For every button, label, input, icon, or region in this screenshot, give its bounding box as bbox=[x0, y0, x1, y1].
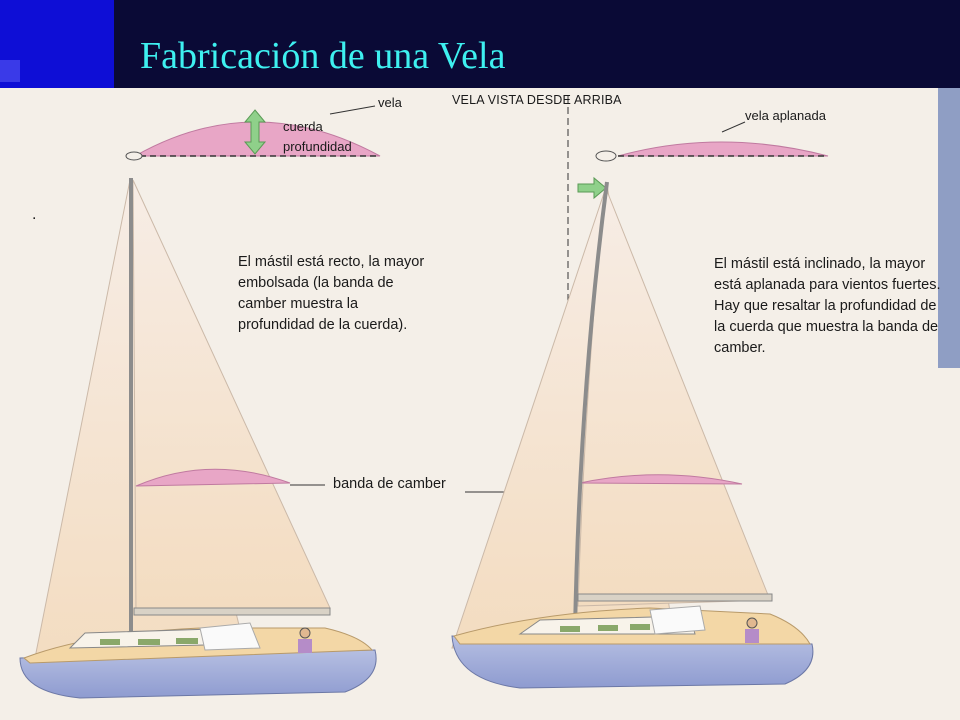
sail-section-right bbox=[617, 141, 829, 157]
left-note-line: El mástil está recto, la mayor bbox=[238, 254, 425, 270]
header-accent-square bbox=[0, 60, 20, 82]
porthole-right-3 bbox=[630, 624, 650, 630]
leader-vela bbox=[329, 105, 376, 115]
porthole-left-2 bbox=[138, 639, 160, 645]
boom-left bbox=[133, 607, 331, 616]
camber-band-right bbox=[579, 474, 743, 485]
right-note-line: Hay que resaltar la profundidad de bbox=[714, 298, 937, 314]
mast-right bbox=[573, 181, 609, 631]
sailor-head-left bbox=[299, 627, 311, 639]
section-view-right bbox=[577, 121, 829, 200]
right-note-line: El mástil está inclinado, la mayor bbox=[714, 256, 926, 272]
sailor-body-right bbox=[745, 629, 759, 643]
depth-arrow-icon bbox=[243, 109, 267, 155]
mast-bend-arrow-icon bbox=[577, 176, 607, 200]
label-vela-aplanada: vela aplanada bbox=[745, 108, 826, 123]
sailor-head-right bbox=[746, 617, 758, 629]
sail-cover-right bbox=[649, 605, 706, 635]
label-banda-camber: banda de camber bbox=[333, 476, 446, 492]
mainsail-left bbox=[132, 179, 331, 614]
mast-section-right bbox=[595, 150, 617, 162]
right-sailboat bbox=[451, 181, 814, 689]
left-sailboat bbox=[19, 178, 377, 699]
slide-header: Fabricación de una Vela bbox=[0, 0, 960, 88]
mainsail-right bbox=[577, 185, 771, 607]
leader-vela-aplanada bbox=[721, 121, 746, 133]
right-note-line: camber. bbox=[714, 340, 766, 356]
label-profundidad: profundidad bbox=[283, 139, 352, 154]
header-accent-block bbox=[0, 0, 114, 88]
right-note-line: está aplanada para vientos fuertes. bbox=[714, 277, 941, 293]
porthole-right-1 bbox=[560, 626, 580, 632]
hull-right bbox=[451, 635, 814, 689]
label-vela: vela bbox=[378, 95, 402, 110]
heading-vela-vista-arriba: VELA VISTA DESDE ARRIBA bbox=[452, 93, 622, 107]
porthole-right-2 bbox=[598, 625, 618, 631]
page-edge-tab bbox=[938, 88, 960, 368]
sailor-body-left bbox=[298, 639, 312, 653]
sailboat-diagram bbox=[19, 96, 829, 699]
porthole-left-1 bbox=[100, 639, 120, 645]
left-note: El mástil está recto, la mayor embolsada… bbox=[238, 252, 443, 336]
right-note: El mástil está inclinado, la mayor está … bbox=[714, 254, 954, 359]
label-cuerda: cuerda bbox=[283, 119, 323, 134]
left-note-line: camber muestra la bbox=[238, 296, 359, 312]
right-note-line: la cuerda que muestra la banda de bbox=[714, 319, 939, 335]
slide-title: Fabricación de una Vela bbox=[140, 35, 506, 77]
hull-left bbox=[19, 649, 377, 699]
illustration-area: vela cuerda profundidad . El mástil está… bbox=[0, 88, 960, 720]
left-note-line: profundidad de la cuerda). bbox=[238, 317, 408, 333]
porthole-left-3 bbox=[176, 638, 198, 644]
mast-section-left bbox=[125, 151, 143, 161]
camber-band-left bbox=[135, 468, 291, 487]
sail-cover-left bbox=[199, 622, 261, 651]
boom-right bbox=[577, 593, 773, 602]
stray-dot: . bbox=[32, 206, 37, 223]
section-view-left bbox=[125, 105, 381, 161]
left-note-line: embolsada (la banda de bbox=[238, 275, 394, 291]
